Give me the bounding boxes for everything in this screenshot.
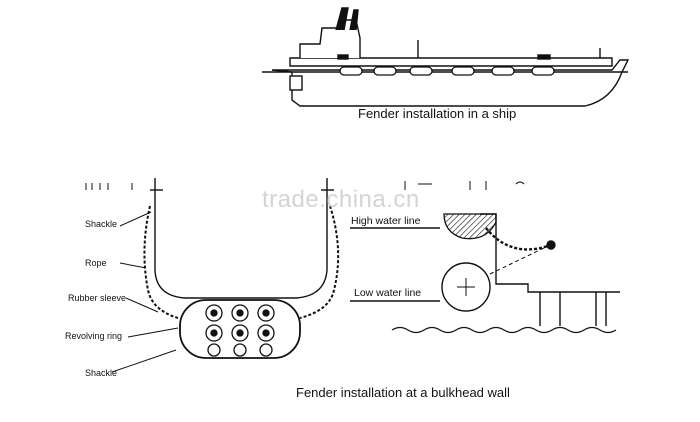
tyre-ring xyxy=(259,343,273,357)
wall-u-shape xyxy=(154,178,328,299)
ship-bollard xyxy=(537,54,551,60)
ship-caption: Fender installation in a ship xyxy=(358,106,517,121)
ship-funnel-2 xyxy=(349,9,359,31)
leader-shackle-bottom xyxy=(111,349,177,373)
top-marks xyxy=(85,183,133,190)
ship-side-fenders xyxy=(339,66,555,76)
tyre-ring xyxy=(207,343,221,357)
ship-illustration xyxy=(262,7,630,107)
chain-right xyxy=(299,205,340,319)
watermark: trade.china.cn xyxy=(262,186,420,213)
label-high-water-line: High water line xyxy=(351,215,421,227)
tyre-hub xyxy=(236,329,244,337)
fender-tyres xyxy=(205,304,275,357)
chain-anchor-ring xyxy=(546,240,556,250)
tyre-hub xyxy=(210,309,218,317)
label-low-water-line: Low water line xyxy=(354,287,422,299)
label-rope: Rope xyxy=(85,258,107,268)
ship-deck xyxy=(289,57,613,67)
ship-funnel xyxy=(335,7,349,31)
chain-guide-dashed xyxy=(489,245,549,275)
quay-wall-illustration xyxy=(350,181,620,334)
label-shackle-top: Shackle xyxy=(85,219,118,229)
tyre-hub xyxy=(210,329,218,337)
tyre-hub xyxy=(262,329,270,337)
bulkhead-caption: Fender installation at a bulkhead wall xyxy=(296,385,510,400)
leader-rope xyxy=(119,262,147,269)
ship-fender xyxy=(451,66,475,76)
water-surface xyxy=(391,326,617,334)
bulkhead-fender-illustration xyxy=(85,178,340,373)
mark xyxy=(515,181,525,185)
leader-shackle-top xyxy=(119,211,152,227)
label-rubber-sleeve: Rubber sleeve xyxy=(68,293,127,303)
leader-rubber-sleeve xyxy=(125,297,159,313)
ship-hull xyxy=(271,59,630,107)
mooring-chain xyxy=(485,227,549,251)
leader-revolving-ring xyxy=(127,327,179,338)
ship-fender xyxy=(289,75,303,91)
tyre-hub xyxy=(236,309,244,317)
ship-fender xyxy=(373,66,397,76)
ship-fender xyxy=(409,66,433,76)
ship-fender xyxy=(491,66,515,76)
ship-fender xyxy=(531,66,555,76)
top-marks-right xyxy=(404,181,525,190)
ship-bollard xyxy=(337,54,349,60)
ship-fender xyxy=(339,66,363,76)
tyre-ring xyxy=(233,343,247,357)
chain-left xyxy=(143,205,179,319)
quay-structure xyxy=(480,213,620,293)
tyre-hub xyxy=(262,309,270,317)
label-shackle-bottom: Shackle xyxy=(85,368,118,378)
label-revolving-ring: Revolving ring xyxy=(65,331,123,341)
high-fender xyxy=(443,213,497,240)
